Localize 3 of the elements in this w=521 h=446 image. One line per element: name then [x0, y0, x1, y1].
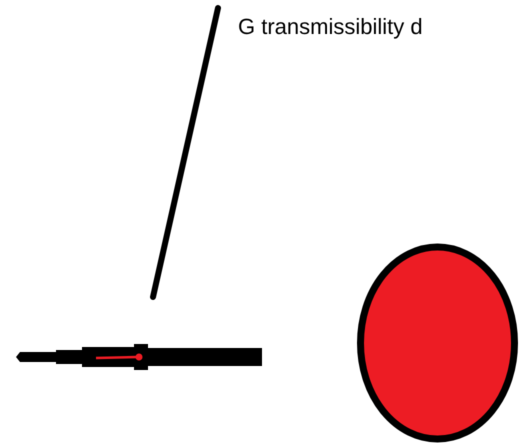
leader-line — [150, 5, 221, 300]
caption-text: G transmissibility d — [238, 10, 423, 44]
ellipse-shape — [356, 243, 519, 443]
